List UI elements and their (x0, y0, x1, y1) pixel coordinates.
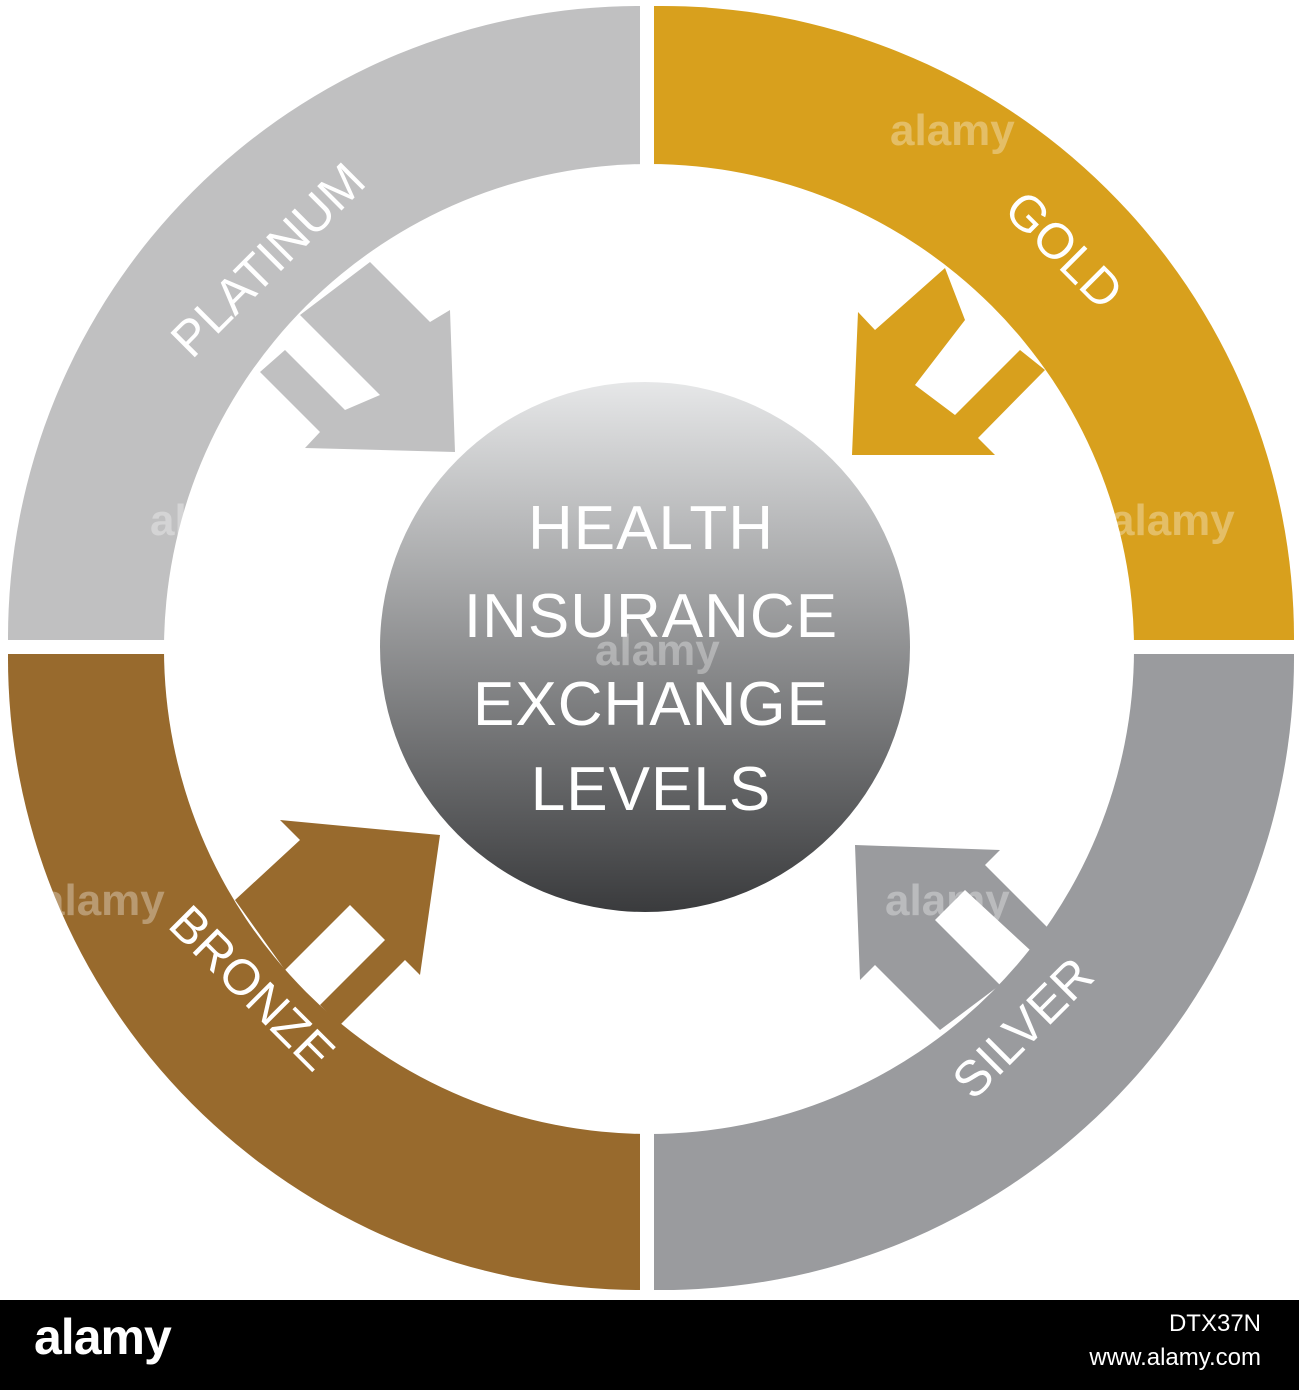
center-line-1: HEALTH (528, 494, 774, 563)
watermark-text: alamy (150, 496, 275, 545)
footer-bar: alamy DTX37N www.alamy.com (0, 1300, 1299, 1390)
center-line-4: LEVELS (531, 755, 771, 824)
watermark-text: alamy (40, 876, 165, 925)
watermark-text: alamy (885, 876, 1010, 925)
center-title: HEALTH INSURANCE EXCHANGE LEVELS (464, 494, 838, 824)
watermark-text: alamy (890, 106, 1015, 155)
gold-arrow-inner (852, 268, 1045, 455)
insurance-levels-diagram: HEALTH INSURANCE EXCHANGE LEVELS PLATINU… (7, 5, 1295, 1291)
platinum-arrow-inner (260, 262, 455, 452)
watermark-layer: alamy alamy alamy alamy alamy alamy (40, 106, 1235, 925)
center-circle (380, 382, 910, 912)
brand-logo: alamy (34, 1309, 172, 1365)
image-id: DTX37N (1168, 1310, 1261, 1337)
bronze-arrow-inner (235, 820, 440, 1025)
silver-arrow-inner (855, 845, 1050, 1030)
watermark-text: alamy (1110, 496, 1235, 545)
watermark-text: alamy (595, 626, 720, 675)
site-url: www.alamy.com (1089, 1344, 1261, 1371)
center-line-3: EXCHANGE (473, 670, 829, 739)
center-line-2: INSURANCE (464, 582, 838, 651)
